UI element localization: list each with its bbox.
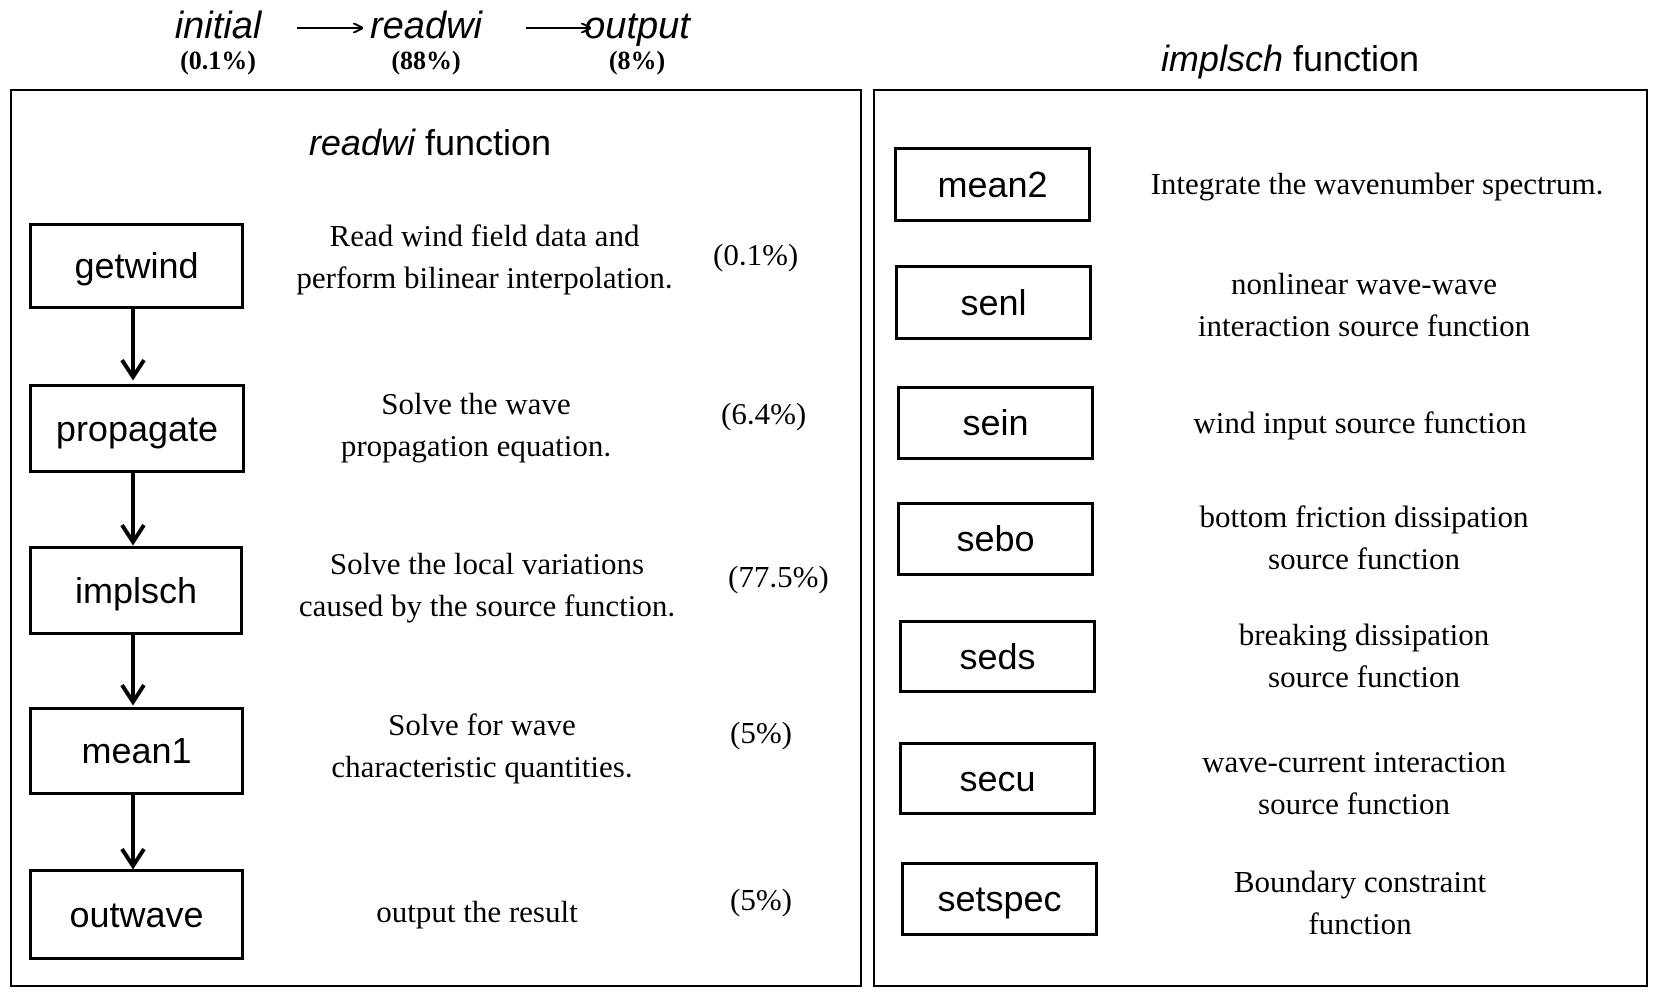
stage-readwi: readwi (88%) (362, 6, 490, 76)
getwind-description: Read wind field data and perform bilinea… (296, 218, 673, 295)
flow-arrow-1 (120, 309, 146, 381)
sebo-box: sebo (897, 502, 1094, 576)
stage-output: output (8%) (574, 6, 700, 76)
readwi-panel-title: readwi function (230, 122, 630, 164)
stage-percent: (0.1%) (180, 46, 256, 75)
mean1-box: mean1 (29, 707, 244, 795)
seds-description: breaking dissipation source function (1238, 617, 1490, 694)
secu-box: secu (899, 742, 1096, 815)
stage-name: initial (174, 5, 262, 47)
seds-box: seds (899, 620, 1096, 693)
stage-percent: (88%) (391, 46, 461, 75)
implsch-box: implsch (29, 546, 243, 635)
stage-name: readwi (370, 5, 482, 47)
getwind-box: getwind (29, 223, 244, 309)
setspec-description: Boundary constraint function (1233, 864, 1487, 941)
outwave-percent: (5%) (730, 882, 792, 917)
mean2-description: Integrate the wavenumber spectrum. (1150, 166, 1604, 201)
senl-description: nonlinear wave-wave interaction source f… (1197, 266, 1531, 343)
implsch-panel (873, 89, 1648, 987)
stage-name: output (584, 5, 690, 47)
sebo-description: bottom friction dissipation source funct… (1199, 499, 1529, 576)
senl-box: senl (895, 265, 1092, 340)
flow-arrow-3 (120, 635, 146, 706)
outwave-box: outwave (29, 869, 244, 960)
title-italic: implsch (1160, 38, 1283, 79)
flow-arrow-4 (120, 795, 146, 870)
implsch-panel-title: implsch function (1080, 38, 1500, 80)
propagate-percent: (6.4%) (721, 396, 807, 431)
implsch-percent: (77.5%) (728, 559, 829, 594)
propagate-box: propagate (29, 384, 245, 473)
mean2-box: mean2 (894, 147, 1091, 222)
readwi-panel (10, 89, 862, 987)
setspec-box: setspec (901, 862, 1098, 936)
outwave-description: output the result (376, 894, 578, 929)
getwind-percent: (0.1%) (713, 237, 799, 272)
mean1-percent: (5%) (730, 715, 792, 750)
secu-description: wave-current interaction source function (1202, 744, 1506, 821)
mean1-description: Solve for wave characteristic quantities… (331, 707, 633, 784)
flow-arrow-2 (120, 473, 146, 546)
stage-percent: (8%) (608, 46, 666, 75)
propagate-description: Solve the wave propagation equation. (340, 386, 612, 463)
implsch-description: Solve the local variations caused by the… (298, 546, 676, 623)
title-italic: readwi (308, 122, 415, 163)
title-rest: function (414, 122, 552, 163)
sein-description: wind input source function (1193, 405, 1527, 440)
stage-initial: initial (0.1%) (160, 6, 276, 76)
title-rest: function (1282, 38, 1420, 79)
sein-box: sein (897, 386, 1094, 460)
